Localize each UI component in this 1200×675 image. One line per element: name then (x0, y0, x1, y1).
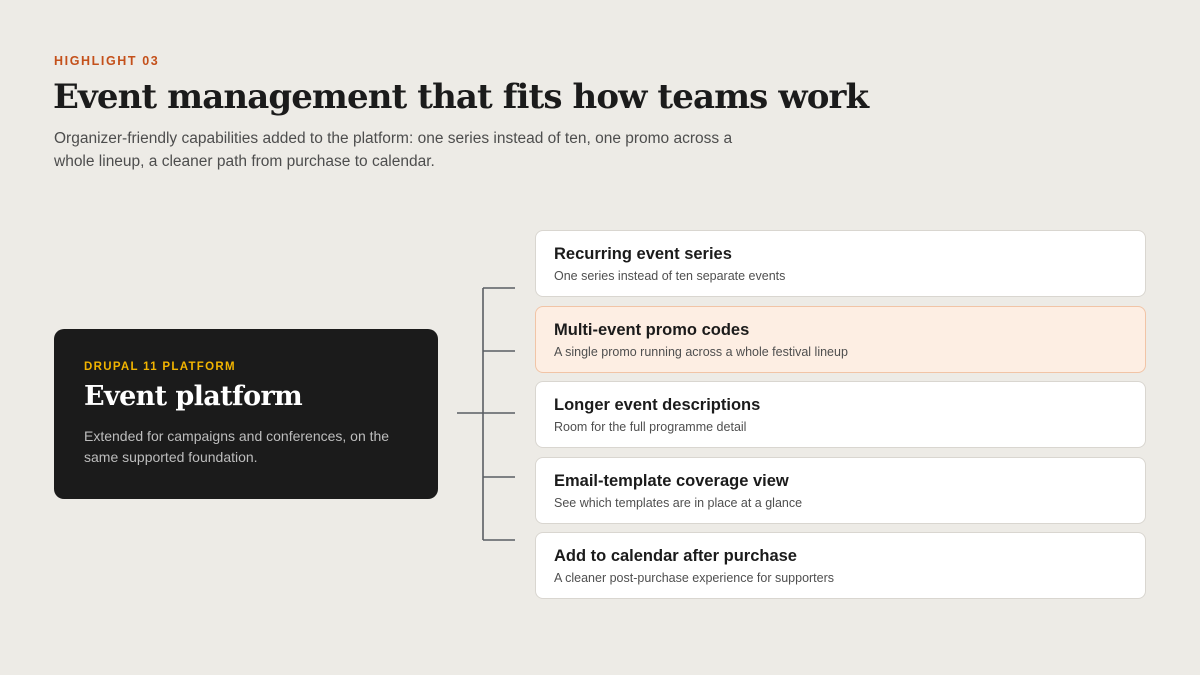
page-title: Event management that fits how teams wor… (53, 77, 869, 117)
feature-card-email-template-coverage: Email-template coverage view See which t… (535, 456, 1146, 524)
platform-title: Event platform (84, 381, 303, 412)
feature-list: Recurring event series One series instea… (535, 230, 1146, 608)
platform-description: Extended for campaigns and conferences, … (84, 428, 390, 465)
feature-description: See which templates are in place at a gl… (554, 495, 803, 510)
highlight-eyebrow: HIGHLIGHT 03 (54, 54, 160, 68)
feature-title: Add to calendar after purchase (554, 547, 797, 565)
feature-title: Multi-event promo codes (554, 320, 750, 339)
feature-card-recurring-series: Recurring event series One series instea… (535, 230, 1146, 297)
feature-card-add-to-calendar: Add to calendar after purchase A cleaner… (535, 532, 1146, 599)
feature-description: Room for the full programme detail (554, 420, 747, 434)
page-subtitle: Organizer-friendly capabilities added to… (54, 130, 733, 170)
feature-description: One series instead of ten separate event… (554, 269, 786, 283)
feature-title: Email-template coverage view (554, 471, 789, 490)
feature-description: A cleaner post-purchase experience for s… (554, 571, 835, 585)
platform-eyebrow: DRUPAL 11 PLATFORM (84, 361, 236, 373)
platform-card: DRUPAL 11 PLATFORM Event platform Extend… (54, 329, 438, 499)
feature-card-promo-codes: Multi-event promo codes A single promo r… (535, 305, 1146, 373)
feature-card-longer-descriptions: Longer event descriptions Room for the f… (535, 381, 1146, 448)
feature-title: Recurring event series (554, 245, 732, 263)
feature-description: A single promo running across a whole fe… (554, 344, 848, 359)
feature-title: Longer event descriptions (554, 396, 761, 414)
